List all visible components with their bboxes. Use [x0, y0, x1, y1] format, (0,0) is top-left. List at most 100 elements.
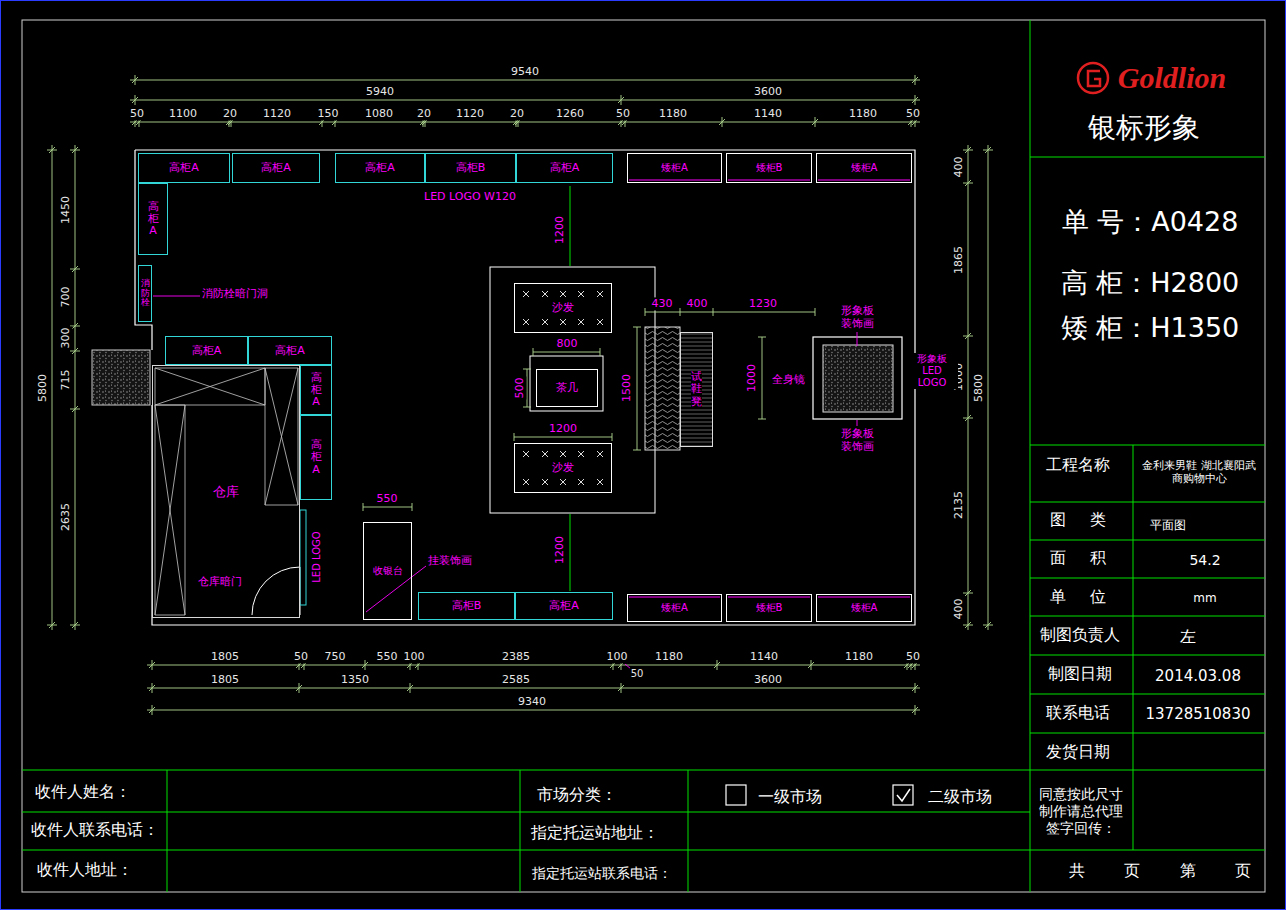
- lounge-area: [490, 267, 655, 513]
- dimension: 550: [376, 492, 399, 505]
- bench: 试鞋凳: [680, 332, 713, 447]
- label-holder: 3600: [753, 85, 783, 98]
- image-board-note: 形象板 LED LOGO: [906, 353, 958, 389]
- label-holder: 5800: [972, 373, 985, 403]
- box-label: 高柜A: [148, 201, 159, 237]
- box-label: 高柜B: [456, 161, 486, 174]
- label-holder: 550: [376, 650, 399, 663]
- label-holder: 50: [129, 107, 145, 120]
- table-cell: 发货日期: [1045, 742, 1111, 761]
- box-label: 矮柜A: [661, 162, 688, 174]
- page-count: 共 页 第 页: [1068, 861, 1251, 880]
- label-holder: 1180: [848, 107, 878, 120]
- dimension: 1200: [548, 422, 578, 435]
- dimension: 1260: [555, 107, 585, 120]
- image-board: [813, 337, 902, 419]
- label-holder: 9340: [517, 695, 547, 708]
- dimension: 1500: [620, 373, 633, 403]
- wall: [135, 150, 915, 625]
- label-holder: 3600: [753, 673, 783, 686]
- table-outline: [530, 356, 603, 411]
- label-holder: 400: [686, 297, 709, 310]
- image-board-inset: [823, 345, 893, 412]
- title-holder: 银标形象: [1087, 111, 1201, 145]
- tall-cabinet: 高柜B: [418, 592, 515, 620]
- dimension: 9540: [510, 65, 540, 78]
- table-cell: 2014.03.08: [1154, 667, 1242, 685]
- label-holder: 消防栓暗门洞: [201, 287, 269, 300]
- door-swing: [252, 567, 300, 615]
- table-cell: 工程名称: [1045, 455, 1111, 474]
- label-holder: 挂装饰画: [427, 554, 473, 567]
- dimension: 2385: [501, 650, 531, 663]
- leader-line: [153, 296, 857, 669]
- box-label: 高柜A: [311, 372, 322, 408]
- label-holder: 平面图: [1149, 518, 1187, 532]
- label-holder: 制图日期: [1047, 664, 1113, 683]
- logo-ring: [1078, 63, 1108, 93]
- dimension: 1805: [210, 673, 240, 686]
- checkbox-label: 二级市场: [927, 787, 993, 806]
- label-holder: 2135: [952, 490, 965, 520]
- check-mark: [897, 789, 910, 801]
- dimension: 750: [324, 650, 347, 663]
- sofa: 沙发: [514, 283, 612, 333]
- dimension: 9340: [517, 695, 547, 708]
- dimension: 150: [317, 107, 340, 120]
- label-holder: 50: [905, 107, 921, 120]
- label-holder: 1120: [262, 107, 292, 120]
- label-holder: 1865: [952, 245, 965, 275]
- label-holder: 1140: [749, 650, 779, 663]
- label-holder: 20: [222, 107, 238, 120]
- label-holder: 收件人联系电话：: [30, 820, 160, 839]
- dimension: 1450: [59, 195, 72, 225]
- painting-note: 挂装饰画: [427, 554, 473, 567]
- coffee-table: 茶几: [536, 369, 598, 407]
- box-label: 矮柜B: [756, 162, 783, 174]
- low-cabinet: 矮柜A: [816, 594, 912, 622]
- low-cabinet: 矮柜B: [726, 594, 812, 622]
- dimension: 5800: [36, 373, 49, 403]
- dimension: 50: [615, 107, 631, 120]
- label-holder: 1350: [340, 673, 370, 686]
- checkbox: [893, 785, 913, 805]
- label-holder: 一级市场: [757, 787, 823, 806]
- dimension: 20: [509, 107, 525, 120]
- image-board-note: 形象板 装饰画: [837, 427, 877, 453]
- label-holder: 5940: [365, 85, 395, 98]
- low-cabinet-edge: [629, 180, 910, 597]
- label-holder: 550: [376, 492, 399, 505]
- label-holder: LED LOGO: [311, 530, 323, 583]
- table-cell: 制图负责人: [1039, 625, 1121, 644]
- tall-cabinet: 高柜A: [232, 153, 320, 183]
- label-holder: 共 页 第 页: [1068, 861, 1251, 880]
- label-holder: 2014.03.08: [1154, 667, 1242, 685]
- label-holder: 1805: [210, 650, 240, 663]
- dimension: 1350: [340, 673, 370, 686]
- label-holder: 发货日期: [1045, 742, 1111, 761]
- box-label: 收银台: [373, 565, 403, 577]
- door-label: 仓库暗门: [197, 575, 243, 588]
- box-label: 试鞋凳: [691, 371, 702, 407]
- label-holder: 1450: [59, 195, 72, 225]
- mirror-label: 全身镜: [771, 373, 806, 386]
- label-holder: 715: [59, 369, 72, 392]
- led-strip: [300, 510, 306, 605]
- dimension: 5940: [365, 85, 395, 98]
- label-holder: 1230: [748, 297, 778, 310]
- label-holder: 50: [630, 668, 645, 680]
- dimension: 400: [686, 297, 709, 310]
- dimension: 20: [222, 107, 238, 120]
- dimension: 50: [293, 650, 309, 663]
- label-holder: 13728510830: [1145, 705, 1252, 723]
- box-label: 高柜A: [549, 599, 579, 612]
- dimension: 1180: [844, 650, 874, 663]
- box-label: 矮柜A: [851, 162, 878, 174]
- table-cell: 制图日期: [1047, 664, 1113, 683]
- label-holder: 1260: [555, 107, 585, 120]
- table-cell: 左: [1179, 627, 1197, 646]
- dimension: 400: [952, 156, 965, 179]
- label-holder: 1080: [364, 107, 394, 120]
